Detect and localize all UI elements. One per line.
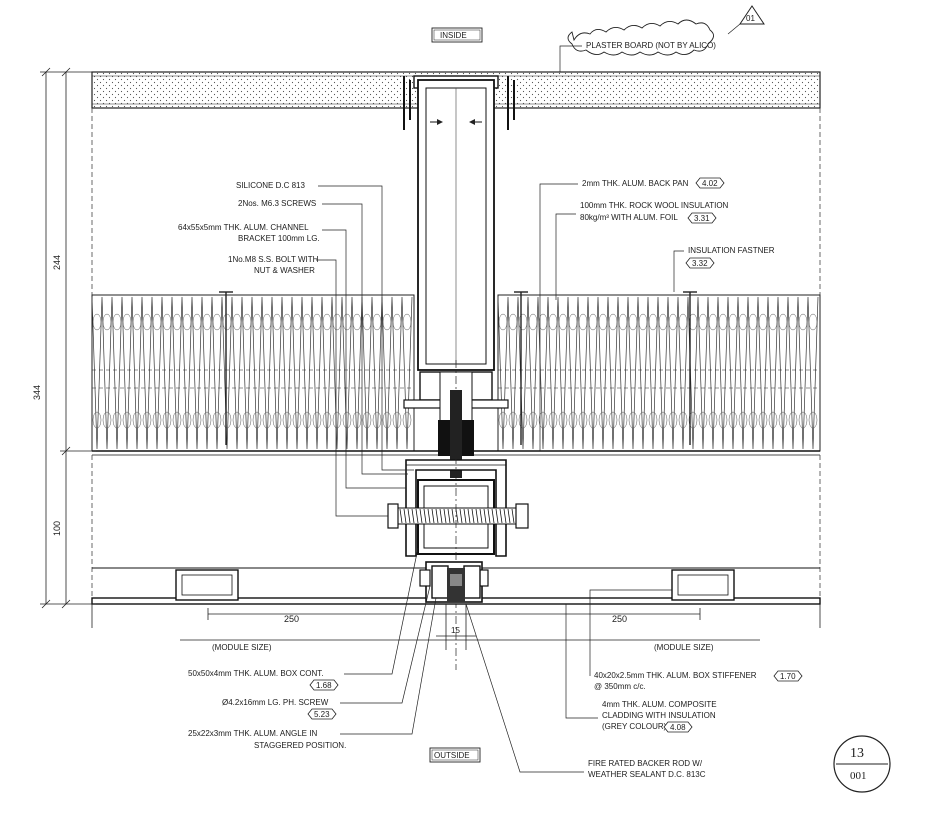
ref-composite: 4.08	[670, 723, 686, 732]
outside-tag: OUTSIDE	[429, 747, 481, 763]
outside-label: OUTSIDE	[434, 751, 470, 760]
ref-rockwool: 3.31	[694, 214, 710, 223]
insulation-fasteners	[219, 291, 697, 445]
callout-backer-2: WEATHER SEALANT D.C. 813C	[588, 770, 706, 779]
sheet-reference: 13 001	[833, 735, 891, 793]
module-size-left: (MODULE SIZE)	[212, 643, 272, 652]
ref-tag-composite: 4.08	[663, 721, 693, 733]
ref-tag-fastener: 3.32	[685, 257, 715, 269]
m8-bolt	[387, 503, 529, 529]
inside-label: INSIDE	[440, 31, 467, 40]
callout-channel-2: BRACKET 100mm LG.	[238, 234, 320, 243]
callout-plaster: PLASTER BOARD (NOT BY ALICO)	[586, 41, 716, 50]
callout-angle-2: STAGGERED POSITION.	[254, 741, 346, 750]
callout-stiffener-1: 40x20x2.5mm THK. ALUM. BOX STIFFENER	[594, 671, 757, 680]
ref-tag-stiffener: 1.70	[773, 670, 803, 682]
callout-backpan: 2mm THK. ALUM. BACK PAN	[582, 179, 689, 188]
sheet-number: 13	[850, 746, 864, 761]
revision-number: 01	[746, 14, 755, 23]
dim-module-left: 250	[284, 614, 299, 624]
cladding-joint	[419, 561, 489, 603]
ref-tag-boxcont: 1.68	[309, 679, 339, 691]
ref-tag-phscrew: 5.23	[307, 708, 337, 720]
callout-stiffener-2: @ 350mm c/c.	[594, 682, 646, 691]
ref-fastener: 3.32	[692, 259, 708, 268]
ref-tag-backpan: 4.02	[695, 177, 725, 189]
callout-composite-2: CLADDING WITH INSULATION	[602, 711, 716, 720]
wool-zigzag-left	[91, 296, 413, 450]
sheet-detail: 001	[850, 770, 867, 782]
ref-phscrew: 5.23	[314, 710, 330, 719]
inside-tag: INSIDE	[431, 27, 483, 43]
callout-fastener: INSULATION FASTNER	[688, 246, 775, 255]
ref-boxcont: 1.68	[316, 681, 332, 690]
dim-upper: 244	[52, 255, 62, 270]
callout-rockwool-2: 80kg/m³ WITH ALUM. FOIL	[580, 213, 678, 222]
callout-composite-1: 4mm THK. ALUM. COMPOSITE	[602, 700, 717, 709]
revision-marker: 01	[567, 5, 765, 56]
rockwool-insulation	[91, 294, 821, 452]
callout-bolt-2: NUT & WASHER	[254, 266, 315, 275]
callout-rockwool-1: 100mm THK. ROCK WOOL INSULATION	[580, 201, 729, 210]
vertical-dimensions	[40, 67, 96, 609]
central-mullion	[403, 75, 515, 478]
horizontal-dimensions	[91, 604, 821, 650]
ref-stiffener: 1.70	[780, 672, 796, 681]
ref-backpan: 4.02	[702, 179, 718, 188]
dim-lower: 100	[52, 521, 62, 536]
callout-angle-1: 25x22x3mm THK. ALUM. ANGLE IN	[188, 729, 317, 738]
callout-screws: 2Nos. M6.3 SCREWS	[238, 199, 316, 208]
callout-channel-1: 64x55x5mm THK. ALUM. CHANNEL	[178, 223, 309, 232]
dim-joint: 15	[451, 626, 460, 635]
ref-tag-rockwool: 3.31	[687, 212, 717, 224]
wool-zigzag-right	[497, 296, 819, 450]
channel-bracket	[405, 459, 507, 557]
callout-backer-1: FIRE RATED BACKER ROD W/	[588, 759, 703, 768]
callout-bolt-1: 1No.M8 S.S. BOLT WITH	[228, 255, 319, 264]
callout-boxcont: 50x50x4mm THK. ALUM. BOX CONT.	[188, 669, 323, 678]
callout-phscrew: Ø4.2x16mm LG. PH. SCREW	[222, 698, 329, 707]
module-size-right: (MODULE SIZE)	[654, 643, 714, 652]
dim-module-right: 250	[612, 614, 627, 624]
dim-overall: 344	[32, 385, 42, 400]
callout-silicone: SILICONE D.C 813	[236, 181, 305, 190]
callout-composite-3: (GREY COLOUR)	[602, 722, 667, 731]
